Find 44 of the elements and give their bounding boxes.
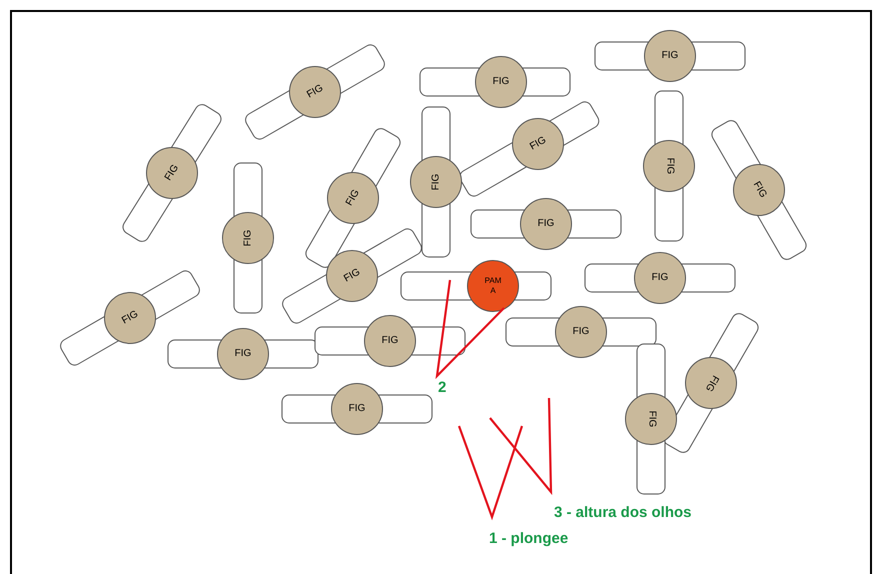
person-figure [475, 56, 527, 108]
figure-label: FIG [342, 266, 362, 286]
figure-label: FIG [234, 348, 252, 360]
figure-label: FIG [645, 410, 657, 428]
figure-label: FIG [382, 335, 398, 347]
person-figure [410, 156, 462, 208]
person-figure [625, 393, 677, 445]
person-figure [520, 198, 572, 250]
figure-label: FIG [652, 272, 668, 284]
person-figure [217, 328, 269, 380]
figure-label: PAMA [484, 276, 502, 296]
person-figure [555, 306, 607, 358]
person-figure [104, 292, 156, 344]
figure-label: FIG [538, 218, 554, 230]
angle-label: 1 - plongee [489, 529, 568, 549]
person-figure [331, 383, 383, 435]
person-figure [512, 118, 564, 170]
figure-label: FIG [304, 82, 326, 102]
person-figure [327, 172, 379, 224]
figure-label: FIG [242, 230, 254, 246]
figure-label: FIG [662, 50, 678, 62]
figure-label: FIG [348, 403, 366, 415]
figure-label: FIG [120, 308, 140, 328]
person-figure [364, 315, 416, 367]
figure-label: FIG [750, 180, 768, 200]
person-figure [289, 66, 341, 118]
figure-label: FIG [162, 162, 182, 184]
angle-label: 3 - altura dos olhos [554, 503, 692, 523]
figure-label: FIG [528, 134, 548, 154]
person-figure [467, 260, 519, 312]
figure-label: FIG [702, 372, 720, 394]
person-figure [146, 147, 198, 199]
figure-label: FIG [572, 326, 590, 338]
person-figure [644, 30, 696, 82]
figure-label: FIG [430, 174, 442, 190]
figure-label: FIG [344, 188, 362, 208]
person-figure [685, 357, 737, 409]
person-figure [634, 252, 686, 304]
figure-label: FIG [492, 76, 510, 88]
angle-label: 2 [438, 378, 446, 398]
figure-label: FIG [663, 158, 675, 174]
person-figure [733, 164, 785, 216]
person-figure [643, 140, 695, 192]
person-figure [222, 212, 274, 264]
